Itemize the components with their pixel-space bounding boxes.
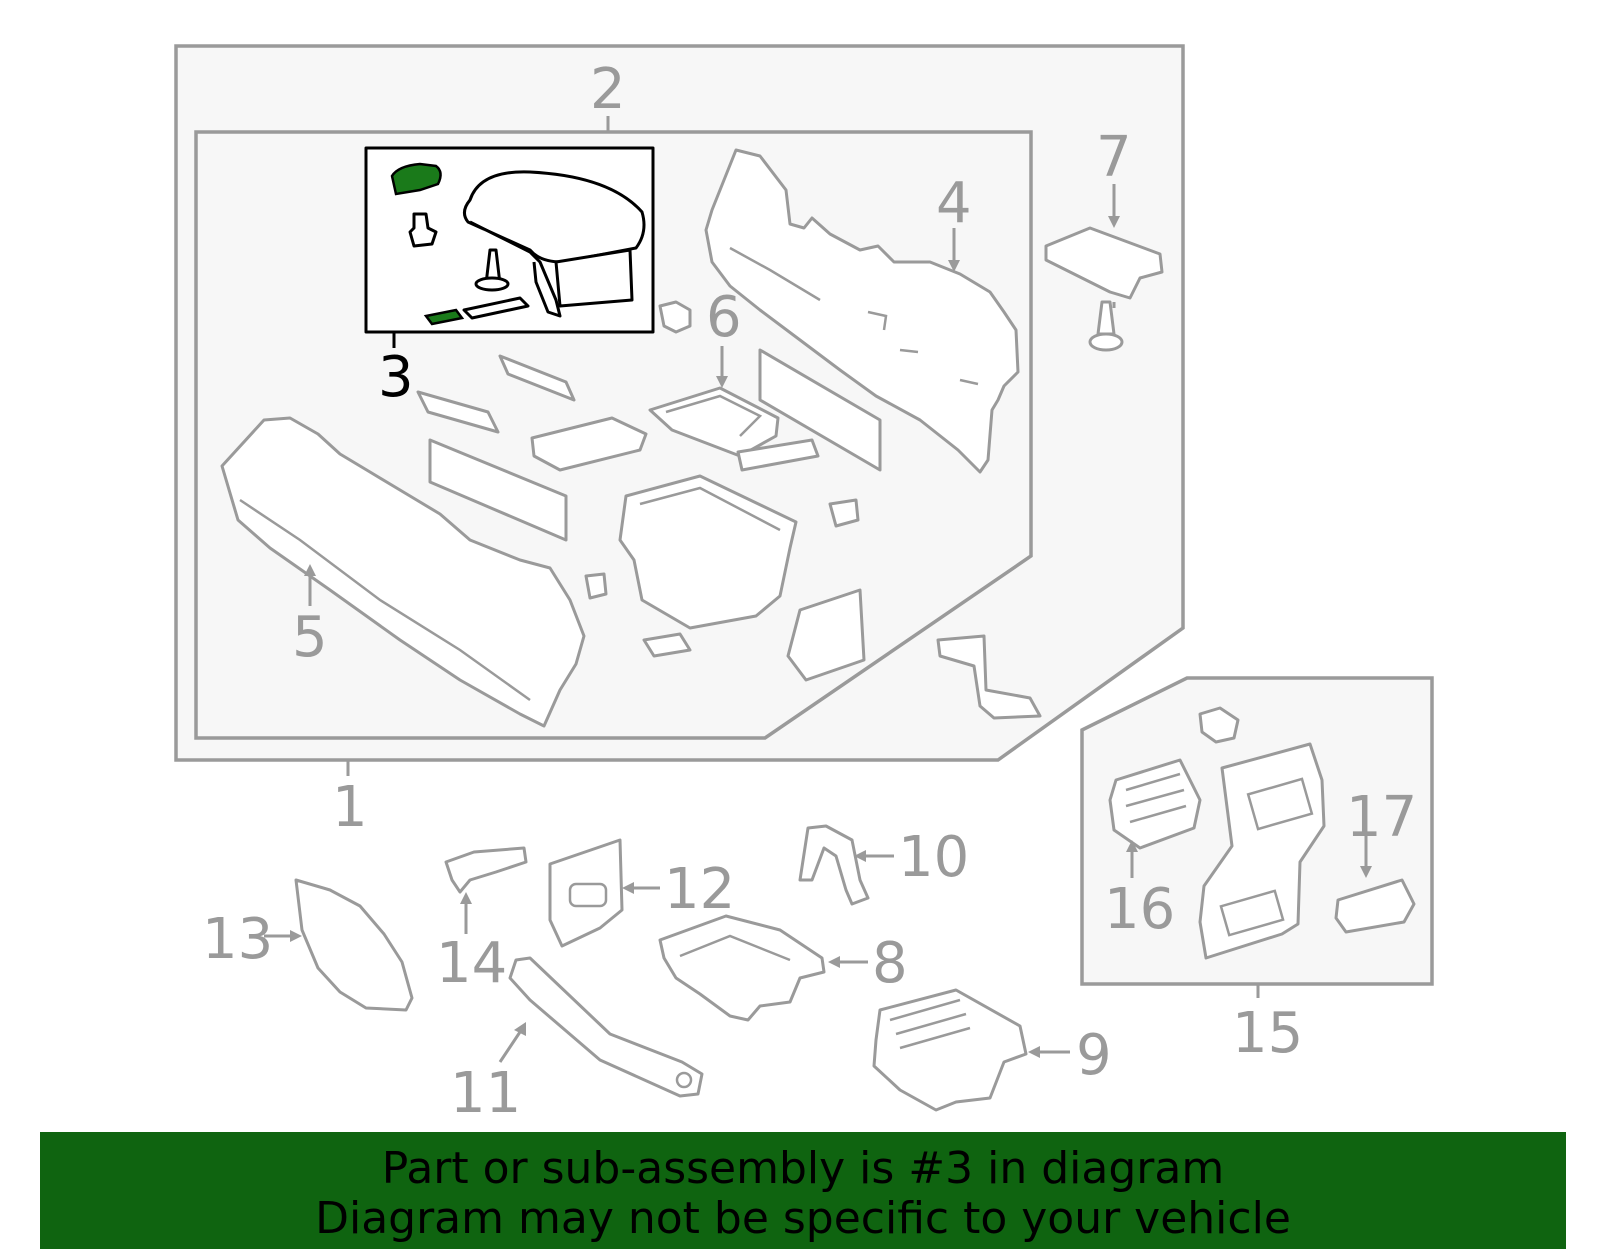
part-5-console-side[interactable] <box>220 416 586 728</box>
part-16-vent[interactable] <box>1108 758 1202 850</box>
callout-5: 5 <box>292 605 328 670</box>
part-12-switch-panel[interactable] <box>548 838 624 948</box>
part-9-box[interactable] <box>872 988 1028 1112</box>
callout-10: 10 <box>898 825 969 890</box>
part-4-side-panel[interactable] <box>704 148 1020 474</box>
callout-14: 14 <box>436 931 507 996</box>
part-15-rear-panel[interactable] <box>1198 742 1326 960</box>
leader-arrows <box>264 184 1372 1063</box>
callout-9: 9 <box>1076 1023 1112 1088</box>
callout-4: 4 <box>936 171 972 236</box>
part-17-switch[interactable] <box>1334 878 1416 934</box>
part-8-frame-bracket[interactable] <box>658 914 826 1022</box>
notice-banner: Part or sub-assembly is #3 in diagram Di… <box>40 1132 1566 1249</box>
callout-1: 1 <box>332 775 368 840</box>
notice-line-1: Part or sub-assembly is #3 in diagram <box>381 1143 1225 1194</box>
part-14-clip[interactable] <box>444 846 528 894</box>
interior-misc-parts <box>416 300 1042 720</box>
part-6-storage-tray[interactable] <box>648 386 780 458</box>
callout-7: 7 <box>1096 125 1132 190</box>
part-7-bracket[interactable] <box>1044 226 1164 352</box>
callout-11: 11 <box>450 1061 521 1126</box>
part-15-clip[interactable] <box>1198 706 1240 744</box>
callout-13: 13 <box>202 907 273 972</box>
callout-2: 2 <box>590 57 626 122</box>
callout-8: 8 <box>872 931 908 996</box>
callout-12: 12 <box>664 857 735 922</box>
callout-6: 6 <box>706 285 742 350</box>
notice-line-2: Diagram may not be specific to your vehi… <box>315 1193 1291 1244</box>
part-13-panel[interactable] <box>294 878 414 1012</box>
part-11-trim-strip[interactable] <box>508 956 704 1098</box>
callout-17: 17 <box>1346 785 1417 850</box>
part-3-armrest[interactable] <box>364 146 655 348</box>
part-10-bracket[interactable] <box>798 824 870 906</box>
callout-16: 16 <box>1104 877 1175 942</box>
callout-3[interactable]: 3 <box>378 345 414 410</box>
callout-15: 15 <box>1232 1001 1303 1066</box>
